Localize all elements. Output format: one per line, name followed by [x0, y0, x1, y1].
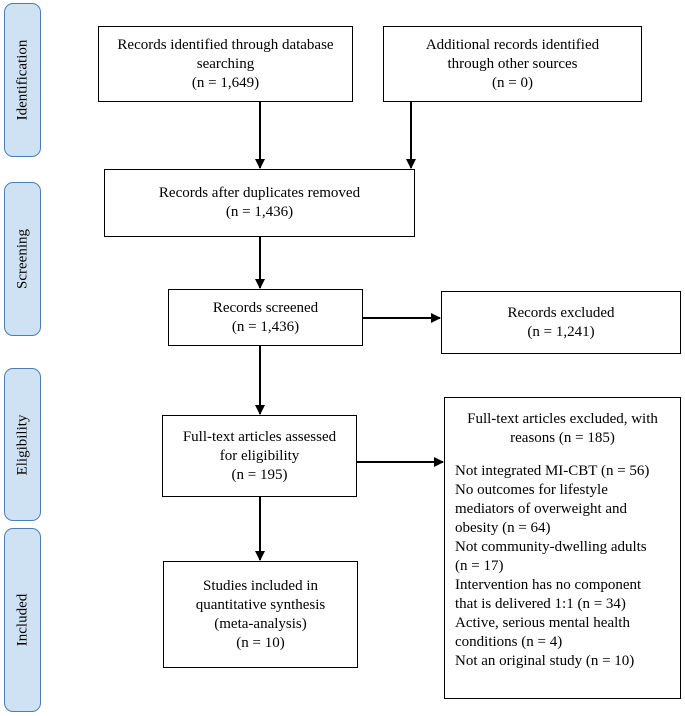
exclusion-reason: Not an original study (n = 10): [455, 653, 635, 669]
exclusion-reason: Active, serious mental health: [455, 615, 630, 631]
box-full-text-assessed: Full-text articles assessed for eligibil…: [162, 415, 357, 497]
box-records-screened: Records screened (n = 1,436): [168, 289, 363, 346]
exclusion-reason: conditions (n = 4): [455, 634, 563, 650]
exclusion-reason: Not integrated MI-CBT (n = 56): [455, 463, 650, 479]
box-included-line2: quantitative synthesis: [195, 596, 326, 613]
box-full-text-excluded-title: Full-text articles excluded, with reason…: [455, 410, 670, 448]
box-database-search-count: (n = 1,649): [191, 74, 260, 91]
exclusion-reason: obesity (n = 64): [455, 520, 551, 536]
box-other-sources: Additional records identified through ot…: [383, 26, 642, 102]
box-full-text-count: (n = 195): [231, 466, 288, 483]
box-after-duplicates-count: (n = 1,436): [225, 204, 294, 220]
box-records-screened-line1: Records screened: [212, 299, 319, 316]
exclusion-reason: mediators of overweight and: [455, 501, 628, 517]
box-records-screened-count: (n = 1,436): [231, 318, 300, 335]
box-after-duplicates-line1: Records after duplicates removed: [158, 185, 361, 201]
excluded-title-line1: Full-text articles excluded, with: [467, 411, 658, 427]
box-database-search-line1: Records identified through database: [117, 36, 334, 53]
box-other-sources-line2: through other sources: [447, 55, 578, 72]
box-other-sources-count: (n = 0): [492, 74, 533, 91]
phase-identification: Identification: [4, 3, 41, 157]
box-records-excluded-count: (n = 1,241): [527, 323, 595, 340]
phase-screening: Screening: [4, 182, 41, 336]
box-database-search: Records identified through database sear…: [98, 26, 353, 102]
box-full-text-line2: for eligibility: [219, 447, 300, 464]
box-included-line3: (meta-analysis): [214, 615, 307, 632]
excluded-title-line2: reasons (n = 185): [510, 430, 615, 446]
box-studies-included: Studies included in quantitative synthes…: [163, 561, 358, 668]
box-database-search-line2: searching: [196, 55, 255, 72]
exclusion-reason: that is delivered 1:1 (n = 34): [455, 596, 626, 612]
exclusion-reason: No outcomes for lifestyle: [455, 482, 608, 498]
box-other-sources-line1: Additional records identified: [425, 36, 600, 53]
box-records-excluded-line1: Records excluded: [507, 304, 615, 321]
box-included-count: (n = 10): [236, 634, 285, 651]
exclusion-reason: (n = 17): [455, 558, 504, 574]
box-full-text-excluded: Full-text articles excluded, with reason…: [444, 397, 681, 699]
phase-included: Included: [4, 528, 41, 712]
phase-eligibility: Eligibility: [4, 368, 41, 521]
box-records-excluded: Records excluded (n = 1,241): [441, 291, 681, 354]
box-included-line1: Studies included in: [203, 577, 318, 594]
exclusion-reason: Not community-dwelling adults: [455, 539, 647, 555]
box-full-text-line1: Full-text articles assessed: [182, 428, 337, 445]
box-after-duplicates: Records after duplicates removed (n = 1,…: [104, 169, 415, 237]
exclusion-reason: Intervention has no component: [455, 577, 642, 593]
